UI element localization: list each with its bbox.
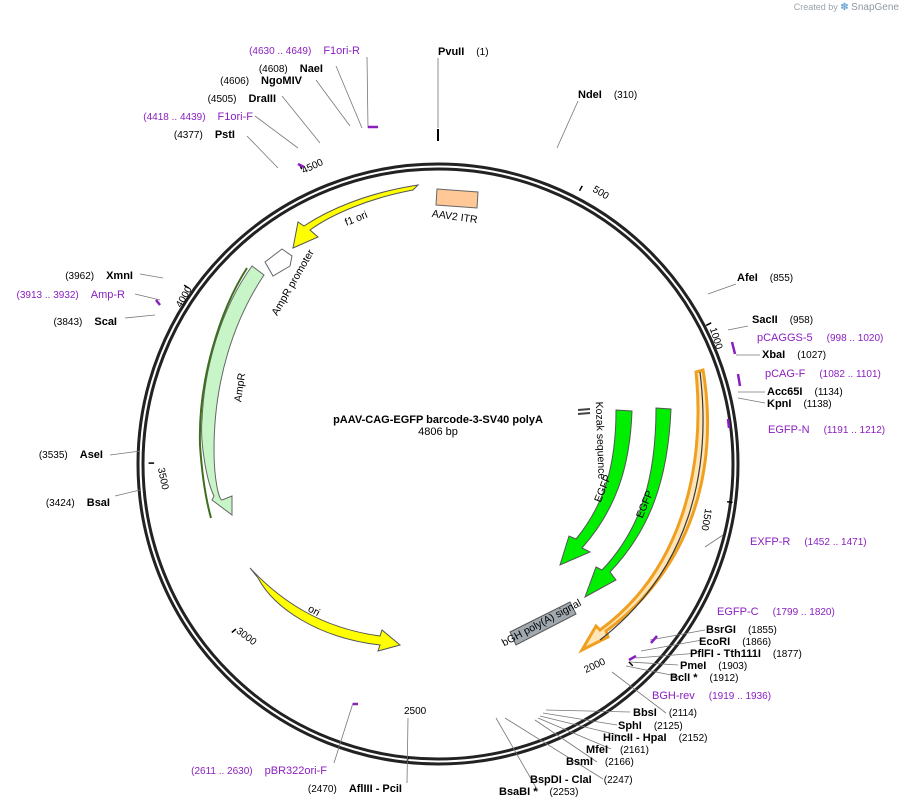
aav2-itr-label: AAV2 ITR: [431, 208, 479, 226]
site-mfei: MfeI(2161): [586, 744, 649, 756]
site-naei: (4608)NaeI: [259, 63, 323, 75]
site-bsmi: BsmI(2166): [566, 756, 634, 768]
ampr-feature: [201, 265, 265, 516]
primer-egfpc: EGFP-C(1799 .. 1820): [717, 606, 835, 618]
site-kpni: KpnI(1138): [767, 398, 832, 410]
f1-ori-label: f1 ori: [343, 209, 369, 229]
primer-pcagf: pCAG-F(1082 .. 1101): [765, 368, 881, 380]
site-ngomiv: (4606)NgoMIV: [220, 75, 303, 87]
orf-arrow: [578, 368, 710, 654]
backbone-outer-strand: [136, 162, 740, 766]
kozak-label: Kozak sequence: [593, 401, 608, 479]
site-xbai: XbaI(1027): [762, 349, 826, 361]
site-bsabi: BsaBI *(2253): [499, 786, 578, 798]
snapgene-logo-icon: ✽: [840, 2, 849, 13]
bgh-polya-feature: [509, 601, 577, 646]
kozak-feature: [577, 408, 591, 411]
right-labels: PvuII(1) NdeI(310) AfeI(855) SacII(958) …: [438, 46, 885, 798]
leader-lines: [109, 56, 766, 792]
site-sacii: SacII(958): [752, 314, 813, 326]
site-asei: (3535)AseI: [39, 449, 103, 461]
site-scai: (3843)ScaI: [53, 316, 117, 328]
egfp-feature-2: [584, 407, 672, 599]
left-labels: (2470)AflIII - PciI (2611 .. 2630)pBR322…: [17, 45, 403, 795]
snapgene-credit: Created by ✽ SnapGene: [794, 2, 899, 13]
site-sphi: SphI(2125): [618, 720, 683, 732]
ori-label: ori: [306, 603, 322, 619]
site-hincii: HincII - HpaI(2152): [603, 732, 707, 744]
tick-label-2500: 2500: [404, 706, 427, 717]
tick-marks: [148, 163, 733, 763]
tick-label-3000: 3000: [234, 626, 259, 648]
primer-f1ori-f: (4418 .. 4439)F1ori-F: [143, 111, 253, 123]
ampr-orf-track: [198, 267, 248, 519]
site-pvuii: PvuII(1): [438, 46, 489, 58]
site-ndei: NdeI(310): [578, 89, 637, 101]
created-by-text: Created by: [793, 2, 838, 12]
plasmid-length: 4806 bp: [418, 426, 458, 438]
site-bcli: BclI *(1912): [670, 672, 738, 684]
primer-markers: [155, 125, 742, 706]
site-psti: (4377)PstI: [174, 129, 235, 141]
site-bsai: (3424)BsaI: [46, 497, 110, 509]
tick-label-500: 500: [591, 184, 611, 202]
tick-label-4000: 4000: [174, 285, 195, 310]
primer-f1ori-r: (4630 .. 4649)F1ori-R: [249, 45, 360, 57]
site-bsrgi: BsrGI(1855): [706, 624, 777, 636]
tick-label-1500: 1500: [698, 508, 713, 532]
aav2-itr-feature: [435, 188, 479, 209]
snapgene-app-name: SnapGene: [851, 2, 899, 13]
site-afei: AfeI(855): [737, 272, 793, 284]
site-xmni: (3962)XmnI: [65, 270, 133, 282]
ori-feature: [249, 567, 402, 652]
primer-amp-r: (3913 .. 3932)Amp-R: [17, 289, 126, 301]
site-draiii: (4505)DraIII: [208, 93, 276, 105]
site-ecori: EcoRI(1866): [699, 636, 771, 648]
site-bspdi: BspDI - ClaI(2247): [530, 774, 633, 786]
tick-label-3500: 3500: [155, 467, 170, 491]
site-acc65i: Acc65I(1134): [767, 386, 843, 398]
primer-pcaggs5: pCAGGS-5(998 .. 1020): [757, 332, 883, 344]
site-pmei: PmeI(1903): [680, 660, 747, 672]
plasmid-name: pAAV-CAG-EGFP barcode-3-SV40 polyA: [333, 414, 543, 426]
primer-exfpr: EXFP-R(1452 .. 1471): [750, 536, 867, 548]
site-afliii: (2470)AflIII - PciI: [308, 783, 402, 795]
ampr-label: AmpR: [232, 372, 248, 403]
backbone-inner-strand: [141, 167, 735, 761]
bgh-polya-label: bGH poly(A) signal: [500, 597, 583, 649]
f1-ori-feature: [292, 184, 420, 249]
ampr-promoter-feature: [264, 248, 293, 277]
primer-egfpn: EGFP-N(1191 .. 1212): [768, 424, 885, 436]
tick-label-2000: 2000: [583, 656, 608, 676]
egfp-feature-1: [559, 409, 633, 566]
site-pflfi: PflFI - Tth111I(1877): [690, 648, 802, 660]
site-bbsi: BbsI(2114): [633, 707, 697, 719]
primer-bghrev: BGH-rev(1919 .. 1936): [652, 690, 771, 702]
primer-pbr322: (2611 .. 2630)pBR322ori-F: [191, 765, 327, 777]
